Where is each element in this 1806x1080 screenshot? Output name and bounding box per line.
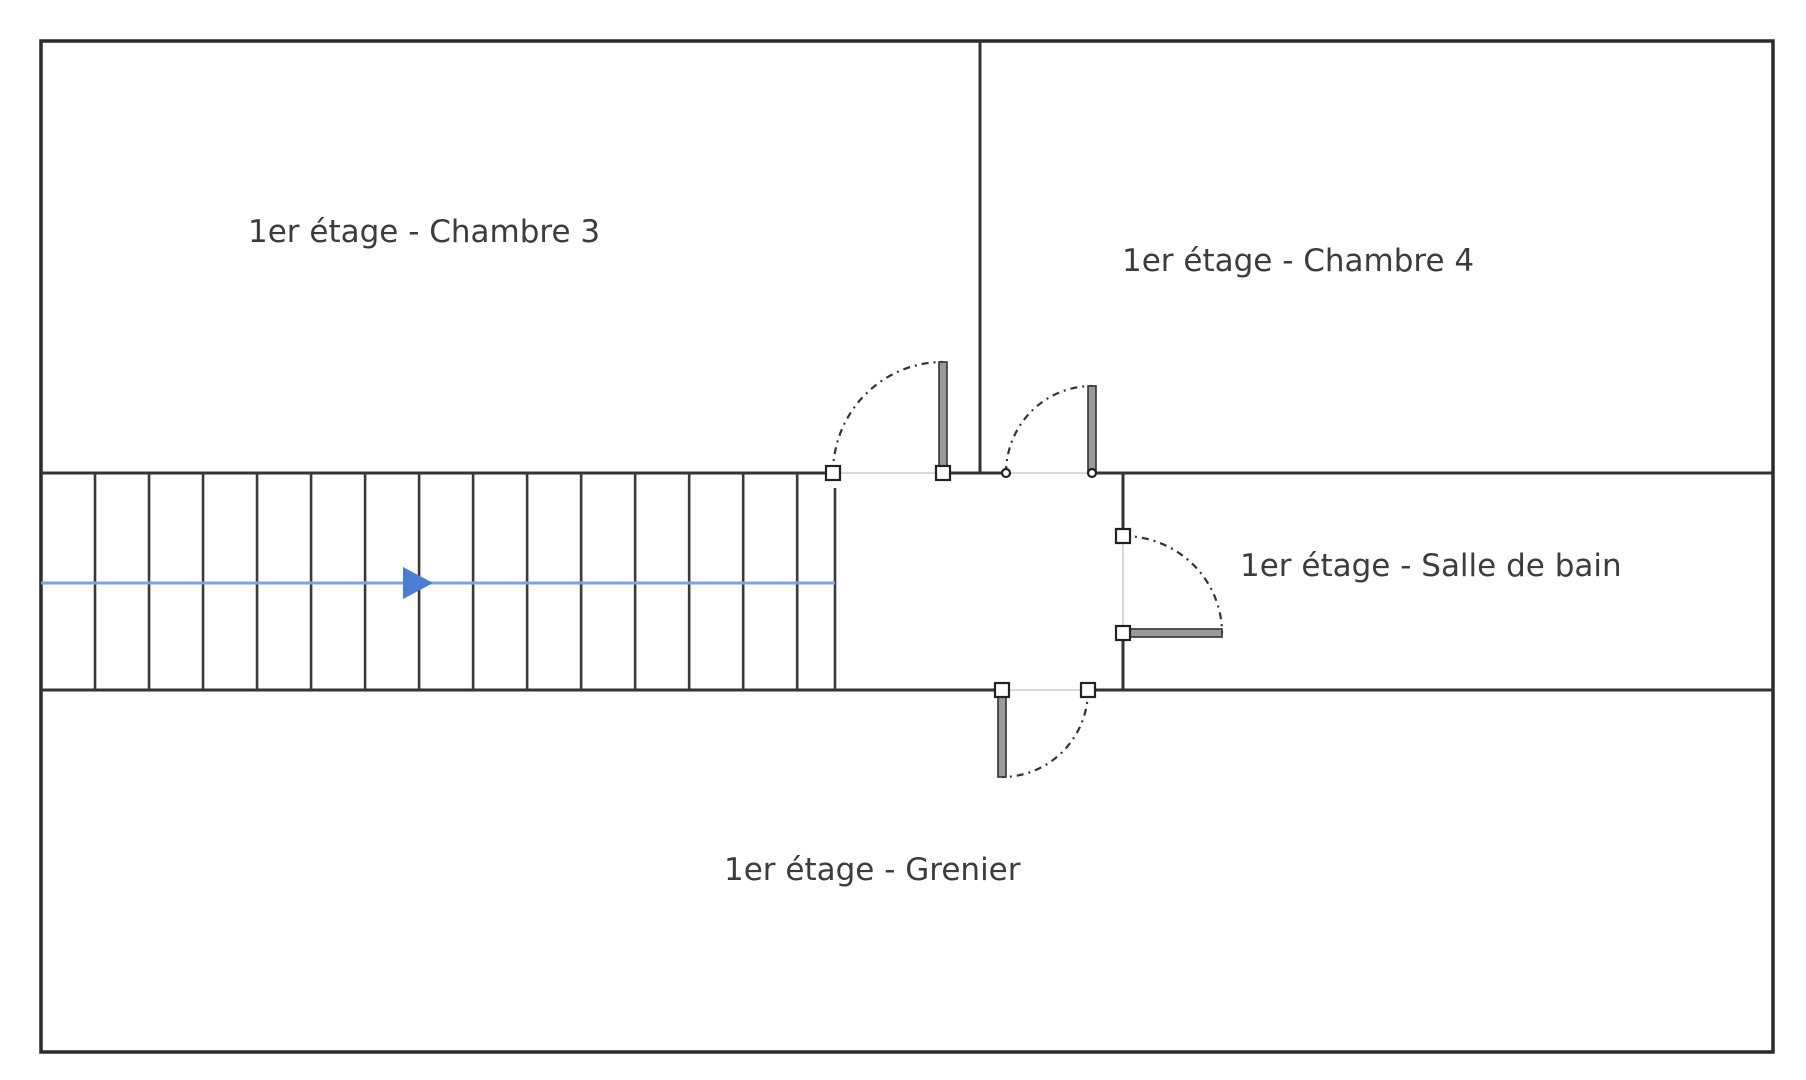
door-hinge xyxy=(993,681,1011,699)
door-chambre-3[interactable] xyxy=(824,360,952,482)
room-label-salle-de-bain: 1er étage - Salle de bain xyxy=(1240,548,1622,584)
door-swing-arc xyxy=(1001,689,1090,779)
door-hinge xyxy=(1086,467,1098,479)
door-grenier[interactable] xyxy=(993,681,1097,779)
door-hinge xyxy=(1079,681,1097,699)
door-leaf xyxy=(1122,628,1223,638)
door-hinge xyxy=(1000,467,1012,479)
door-hinge xyxy=(1114,527,1132,545)
door-swing-arc xyxy=(1004,384,1093,474)
door-leaf xyxy=(1087,385,1097,474)
stair-direction-arrow-icon xyxy=(403,567,433,599)
door-swing-arc xyxy=(831,360,944,474)
door-salle-de-bain[interactable] xyxy=(1114,527,1224,642)
door-hinge xyxy=(824,464,842,482)
room-label-chambre-4: 1er étage - Chambre 4 xyxy=(1122,243,1475,279)
outer-wall xyxy=(39,39,1775,1054)
door-hinge xyxy=(934,464,952,482)
door-leaf xyxy=(938,361,948,474)
door-leaf xyxy=(997,689,1007,778)
door-chambre-4[interactable] xyxy=(1000,384,1098,479)
staircase xyxy=(41,473,837,690)
room-label-grenier: 1er étage - Grenier xyxy=(724,852,1021,888)
door-hinge xyxy=(1114,624,1132,642)
door-swing-arc xyxy=(1122,534,1224,634)
room-label-chambre-3: 1er étage - Chambre 3 xyxy=(248,214,601,250)
